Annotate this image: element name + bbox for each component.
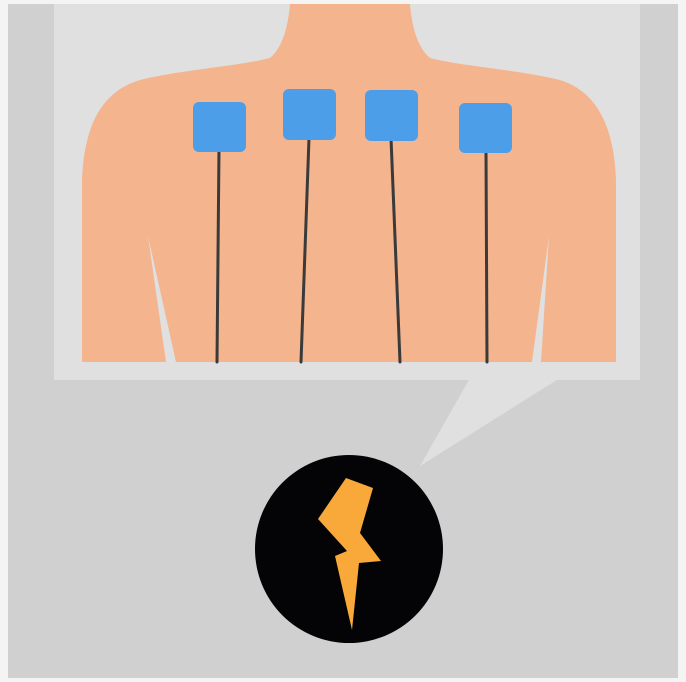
electrode-pad-icon: [283, 89, 336, 140]
lead-wire-1: [217, 148, 219, 362]
tens-therapy-illustration: [8, 4, 678, 678]
lead-wire-4: [486, 150, 487, 362]
electrode-pad-icon: [365, 90, 418, 141]
electrode-pad-icon: [459, 103, 512, 153]
electrode-pad-icon: [193, 102, 246, 152]
stimulation-device: [255, 455, 443, 643]
